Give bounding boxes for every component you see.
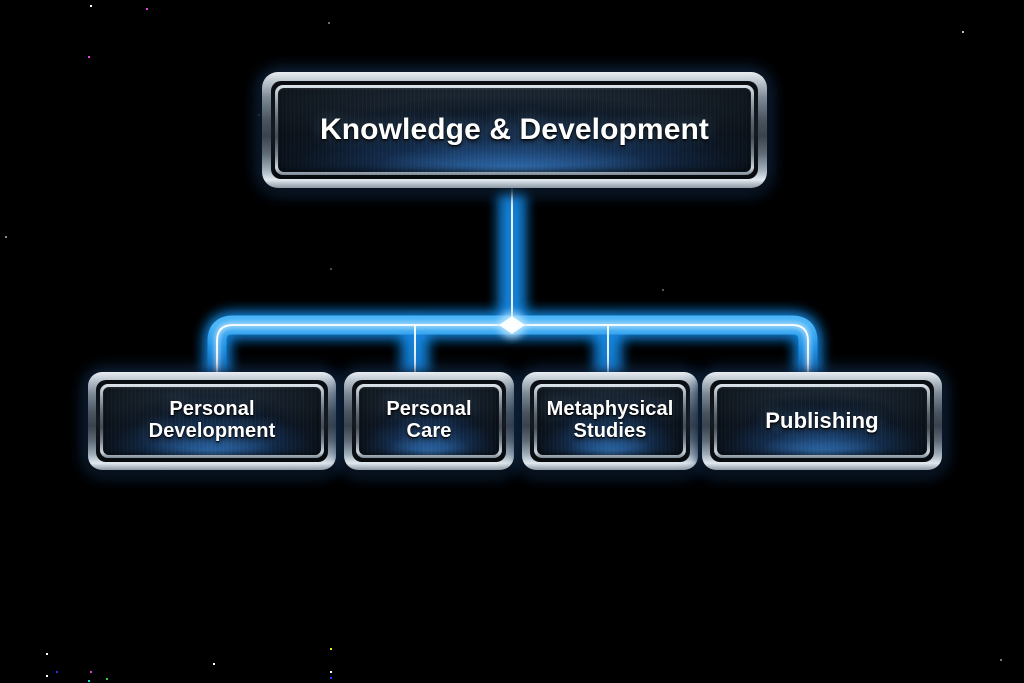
background-speck xyxy=(90,5,92,7)
background-speck xyxy=(90,671,92,673)
background-speck xyxy=(46,675,48,677)
background-speck xyxy=(5,236,7,238)
node-groove: Personal Care xyxy=(352,380,506,462)
connector-body xyxy=(207,186,818,378)
background-speck xyxy=(330,677,332,679)
background-speck xyxy=(330,671,332,673)
background-speck xyxy=(46,653,48,655)
background-speck xyxy=(56,671,58,673)
background-speck xyxy=(962,31,964,33)
background-speck xyxy=(330,648,332,650)
node-face: Publishing xyxy=(717,387,927,455)
background-speck xyxy=(88,56,90,58)
node-bezel-ring: Knowledge & Development xyxy=(275,85,754,175)
node-bezel-ring: Personal Care xyxy=(356,384,502,458)
connector-core xyxy=(215,186,810,378)
node-groove: Metaphysical Studies xyxy=(530,380,690,462)
node-bezel-ring: Metaphysical Studies xyxy=(534,384,686,458)
node-label-personal-care: Personal Care xyxy=(386,398,472,442)
background-speck xyxy=(330,268,332,270)
node-face: Knowledge & Development xyxy=(278,88,751,172)
node-face: Personal Development xyxy=(103,387,321,455)
node-groove: Personal Development xyxy=(96,380,328,462)
background-speck xyxy=(88,680,90,682)
node-label-metaphysical-studies: Metaphysical Studies xyxy=(546,398,674,442)
node-personal-development[interactable]: Personal Development xyxy=(88,372,336,470)
node-label-personal-development: Personal Development xyxy=(148,398,276,442)
node-label-publishing: Publishing xyxy=(765,408,879,434)
background-speck xyxy=(106,678,108,680)
node-face: Metaphysical Studies xyxy=(537,387,683,455)
node-label-root: Knowledge & Development xyxy=(319,112,710,146)
background-speck xyxy=(146,8,148,10)
node-face: Personal Care xyxy=(359,387,499,455)
node-publishing[interactable]: Publishing xyxy=(702,372,942,470)
background-speck xyxy=(662,289,664,291)
background-speck xyxy=(258,114,260,116)
connector-glow xyxy=(206,186,819,378)
node-metaphysical-studies[interactable]: Metaphysical Studies xyxy=(522,372,698,470)
node-root[interactable]: Knowledge & Development xyxy=(262,72,767,188)
background-speck xyxy=(1000,659,1002,661)
node-bezel-ring: Personal Development xyxy=(100,384,324,458)
node-groove: Publishing xyxy=(710,380,934,462)
connector-junction-star xyxy=(499,312,525,338)
node-personal-care[interactable]: Personal Care xyxy=(344,372,514,470)
node-bezel-ring: Publishing xyxy=(714,384,930,458)
background-speck xyxy=(213,663,215,665)
background-speck xyxy=(328,22,330,24)
node-groove: Knowledge & Development xyxy=(271,81,758,179)
